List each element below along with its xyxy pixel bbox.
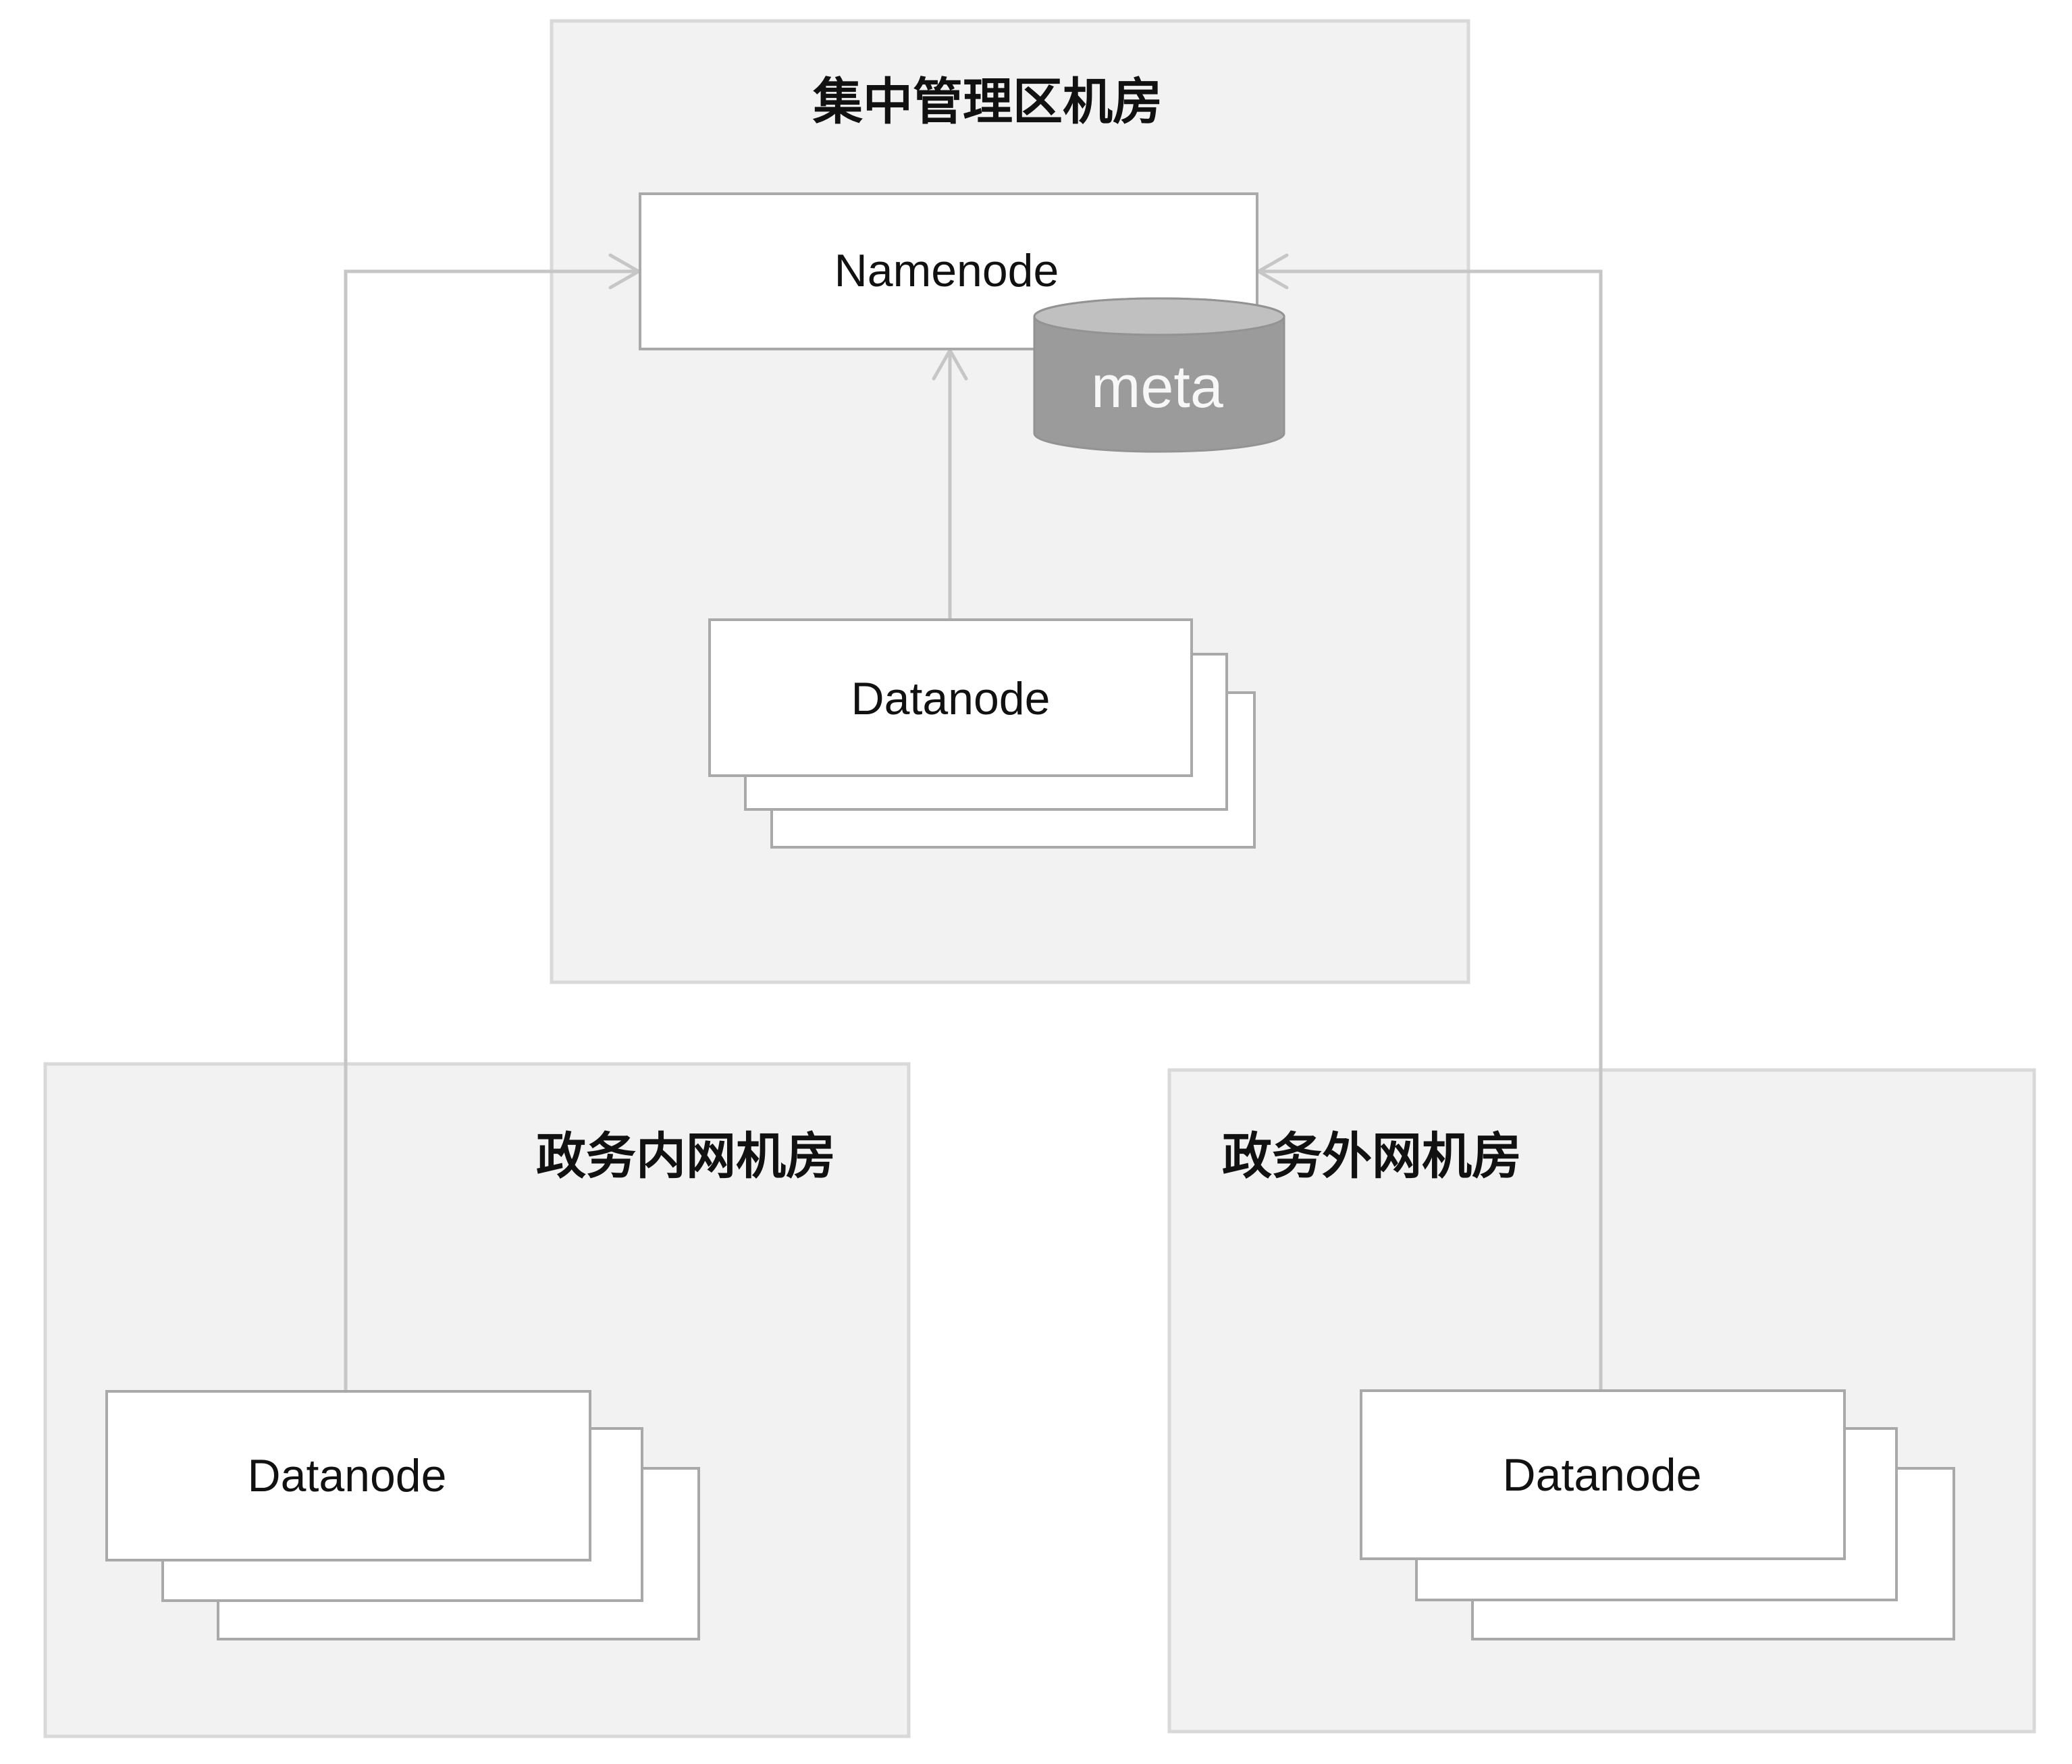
datanode-stack-front[interactable] [1360,1389,1846,1560]
zone-internal-title: 政务内网机房 [536,1127,836,1185]
central-datanode-stack[interactable]: Datanode [708,618,1256,849]
external-datanode-label: Datanode [1503,1449,1702,1501]
external-datanode-stack[interactable]: Datanode [1360,1389,1955,1640]
datanode-stack-front[interactable] [105,1390,591,1561]
meta-database[interactable]: meta [1033,297,1285,453]
meta-label: meta [1091,353,1223,420]
internal-datanode-stack[interactable]: Datanode [105,1390,700,1640]
zone-central-title: 集中管理区机房 [812,73,1163,131]
central-datanode-label: Datanode [851,673,1051,724]
datanode-stack-front[interactable] [708,618,1193,777]
edge-internal-to-namenode [344,269,639,1391]
internal-datanode-label: Datanode [248,1450,447,1501]
edge-external-to-namenode [1258,269,1603,1391]
connectors [344,253,1603,1391]
zone-external-title: 政务外网机房 [1222,1127,1522,1185]
namenode-label: Namenode [834,245,1059,296]
database-cylinder-top [1033,297,1285,336]
